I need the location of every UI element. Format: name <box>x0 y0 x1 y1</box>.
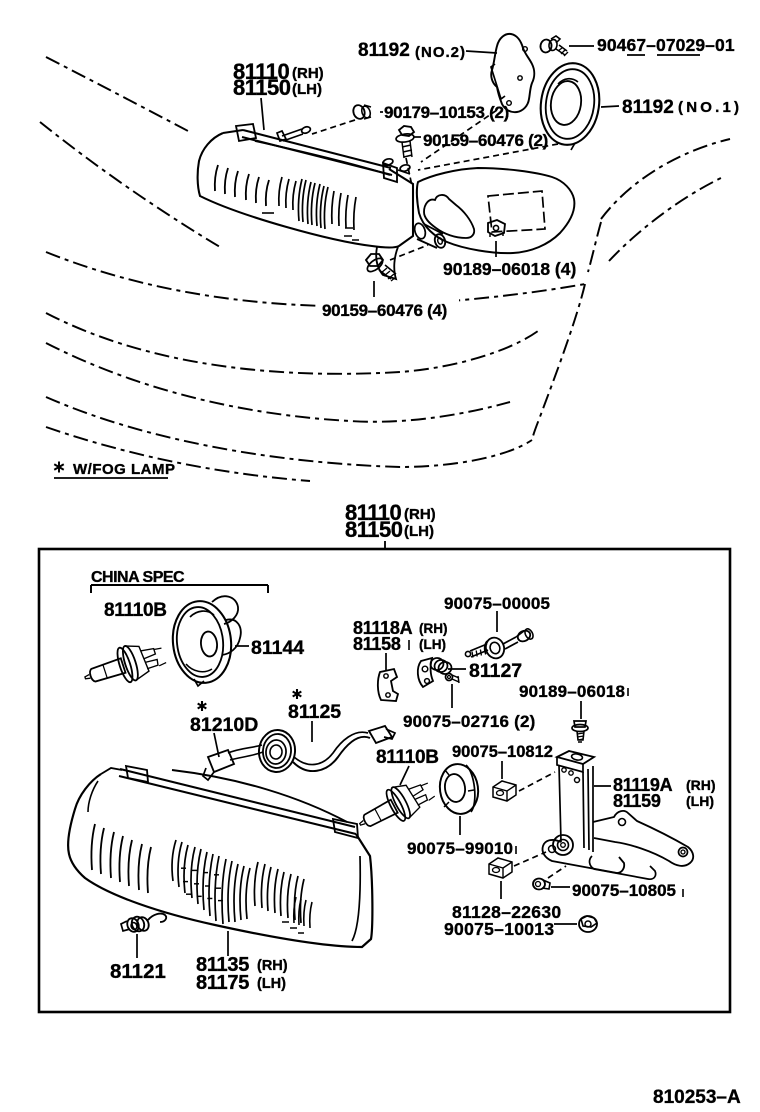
svg-text:81127: 81127 <box>469 660 522 682</box>
svg-text:W/FOG LAMP: W/FOG LAMP <box>73 461 176 478</box>
svg-text:81135: 81135 <box>196 954 249 976</box>
svg-text:810253–A: 810253–A <box>653 1087 741 1108</box>
svg-text:90159–60476 (4): 90159–60476 (4) <box>322 301 447 320</box>
svg-text:90075–10805: 90075–10805 <box>572 881 676 900</box>
svg-text:81125: 81125 <box>288 701 341 723</box>
svg-text:81119A: 81119A <box>613 775 673 795</box>
svg-text:81210D: 81210D <box>190 714 258 736</box>
svg-text:90075–00005: 90075–00005 <box>444 594 550 613</box>
svg-text:(NO.1): (NO.1) <box>678 99 742 116</box>
svg-text:81144: 81144 <box>251 637 304 659</box>
svg-text:81158: 81158 <box>353 634 401 654</box>
svg-text:90075–02716 (2): 90075–02716 (2) <box>403 712 536 731</box>
svg-text:81150: 81150 <box>233 75 291 100</box>
svg-text:(RH): (RH) <box>686 777 716 793</box>
svg-text:90075–10013: 90075–10013 <box>444 919 554 939</box>
svg-text:81110: 81110 <box>233 59 290 84</box>
svg-text:(LH): (LH) <box>686 793 714 809</box>
svg-text:90179–10153 (2): 90179–10153 (2) <box>384 103 509 122</box>
svg-text:81110B: 81110B <box>104 600 167 621</box>
svg-text:81110: 81110 <box>345 500 402 525</box>
svg-text:81150: 81150 <box>345 517 403 542</box>
svg-text:(RH): (RH) <box>419 621 448 636</box>
svg-text:81192: 81192 <box>358 40 410 61</box>
svg-text:90189–06018 (4): 90189–06018 (4) <box>443 259 576 279</box>
svg-text:81110B: 81110B <box>376 747 439 768</box>
svg-text:81118A: 81118A <box>353 618 413 638</box>
svg-text:(LH): (LH) <box>404 523 434 540</box>
svg-text:(LH): (LH) <box>257 976 286 992</box>
svg-text:90159–60476 (2): 90159–60476 (2) <box>423 131 548 150</box>
svg-text:90189–06018: 90189–06018 <box>519 682 625 701</box>
svg-text:81121: 81121 <box>110 960 166 983</box>
svg-text:(RH): (RH) <box>257 958 288 974</box>
svg-text:(NO.2): (NO.2) <box>415 44 466 61</box>
svg-text:81175: 81175 <box>196 972 249 994</box>
svg-text:(LH): (LH) <box>419 637 446 652</box>
svg-text:CHINA SPEC: CHINA SPEC <box>91 569 185 586</box>
svg-text:90075–10812: 90075–10812 <box>452 743 553 761</box>
svg-text:(RH): (RH) <box>292 65 324 82</box>
svg-text:81159: 81159 <box>613 791 661 811</box>
svg-text:81128–22630: 81128–22630 <box>452 902 561 922</box>
svg-text:(LH): (LH) <box>292 81 322 98</box>
svg-text:81192: 81192 <box>622 97 674 118</box>
svg-text:90075–99010: 90075–99010 <box>407 839 513 858</box>
svg-text:(RH): (RH) <box>404 506 436 523</box>
svg-text:90467–07029–01: 90467–07029–01 <box>597 35 735 55</box>
